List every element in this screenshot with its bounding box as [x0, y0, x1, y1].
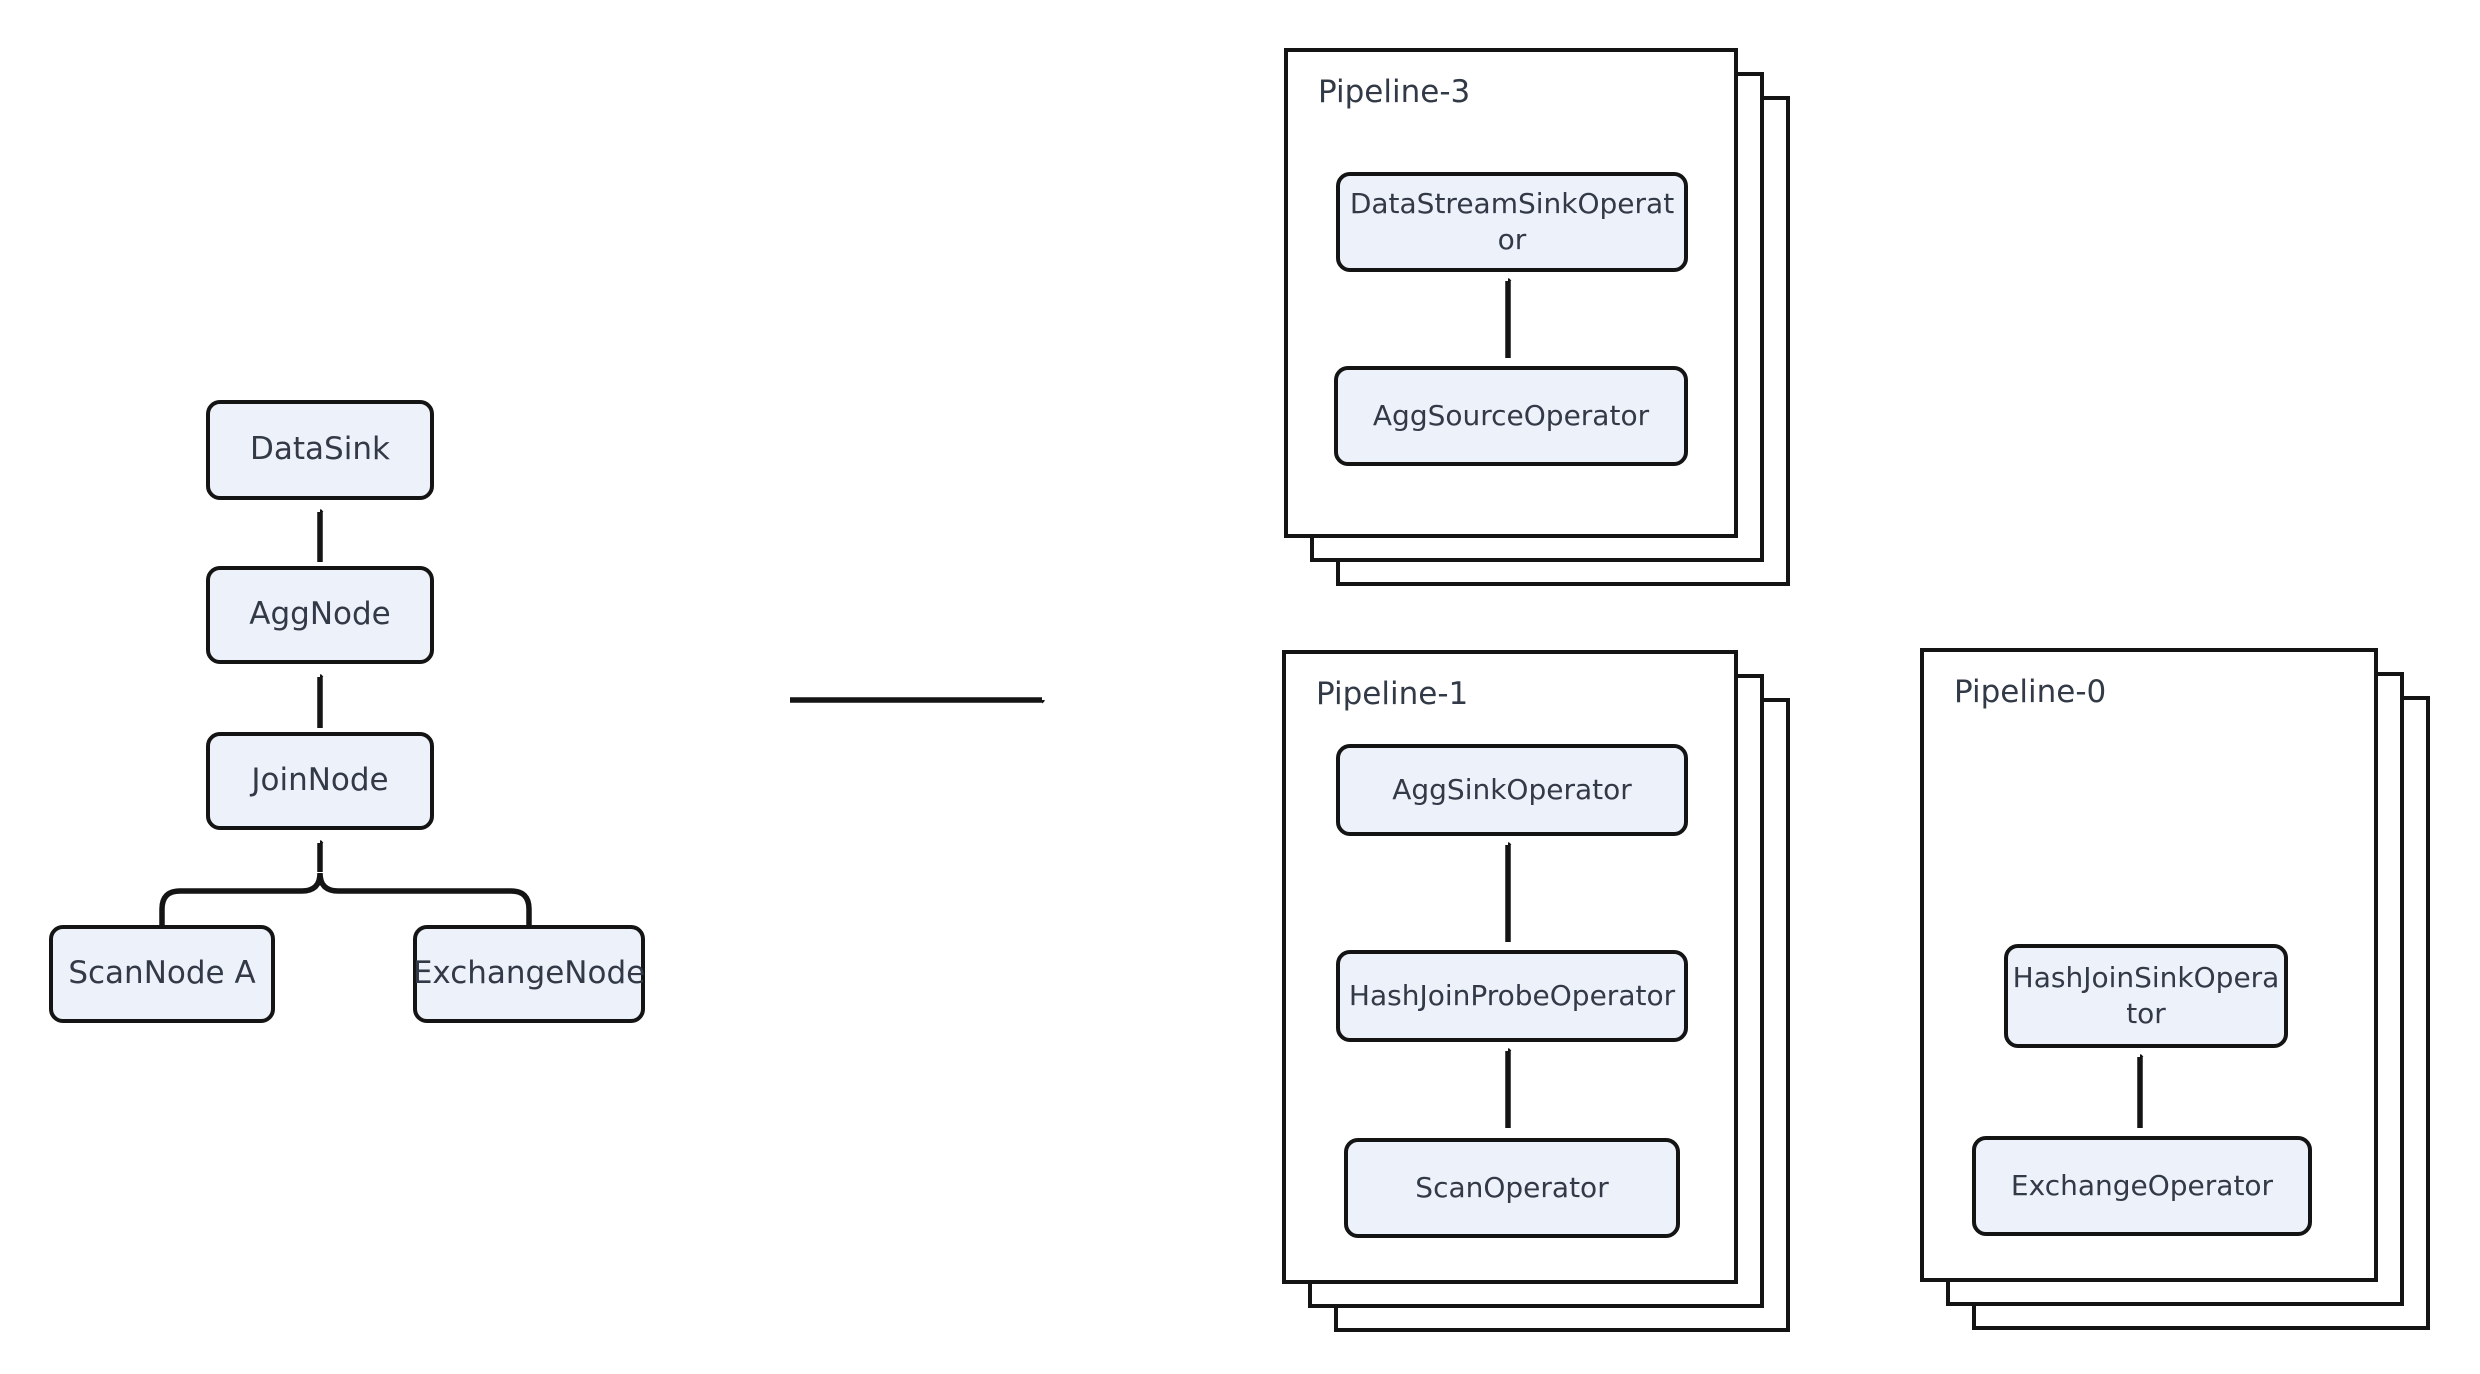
pipeline-3-card: Pipeline-3 DataStreamSinkOperator AggSou… [1284, 48, 1738, 538]
operator-scan-label: ScanOperator [1415, 1171, 1609, 1205]
operator-hashjoinprobe-label: HashJoinProbeOperator [1348, 979, 1676, 1013]
pipeline-0-card: Pipeline-0 HashJoinSinkOperator Exchange… [1920, 648, 2378, 1282]
operator-datastreamsink-label: DataStreamSinkOperator [1349, 187, 1675, 256]
pipeline-0-group: Pipeline-0 HashJoinSinkOperator Exchange… [1920, 648, 2432, 1332]
operator-scan: ScanOperator [1344, 1138, 1680, 1238]
plan-node-joinnode-label: JoinNode [251, 762, 389, 799]
edge-fork-bracket [159, 872, 532, 925]
pipeline-1-card: Pipeline-1 AggSinkOperator HashJoinProbe… [1282, 650, 1738, 1284]
operator-exchange-label: ExchangeOperator [2010, 1169, 2274, 1203]
plan-node-scannode-a-label: ScanNode A [68, 955, 256, 992]
operator-hashjoinsink-label: HashJoinSinkOperator [2012, 961, 2280, 1030]
operator-exchange: ExchangeOperator [1972, 1136, 2312, 1236]
pipeline-3-title: Pipeline-3 [1318, 74, 1471, 110]
plan-node-datasink: DataSink [206, 400, 434, 500]
pipeline-0-title: Pipeline-0 [1954, 674, 2107, 710]
plan-node-exchangenode-label: ExchangeNode [412, 955, 646, 992]
operator-aggsource: AggSourceOperator [1334, 366, 1688, 466]
operator-hashjoinsink: HashJoinSinkOperator [2004, 944, 2288, 1048]
pipeline-1-group: Pipeline-1 AggSinkOperator HashJoinProbe… [1282, 650, 1792, 1334]
plan-node-aggnode-label: AggNode [249, 596, 391, 633]
operator-datastreamsink: DataStreamSinkOperator [1336, 172, 1688, 272]
pipeline-3-group: Pipeline-3 DataStreamSinkOperator AggSou… [1284, 48, 1790, 634]
operator-hashjoinprobe: HashJoinProbeOperator [1336, 950, 1688, 1042]
pipeline-1-title: Pipeline-1 [1316, 676, 1469, 712]
plan-node-joinnode: JoinNode [206, 732, 434, 830]
plan-node-exchangenode: ExchangeNode [413, 925, 645, 1023]
plan-node-scannode-a: ScanNode A [49, 925, 275, 1023]
operator-aggsource-label: AggSourceOperator [1372, 399, 1650, 433]
operator-aggsink-label: AggSinkOperator [1392, 773, 1632, 807]
operator-aggsink: AggSinkOperator [1336, 744, 1688, 836]
plan-node-datasink-label: DataSink [250, 431, 390, 468]
plan-node-aggnode: AggNode [206, 566, 434, 664]
